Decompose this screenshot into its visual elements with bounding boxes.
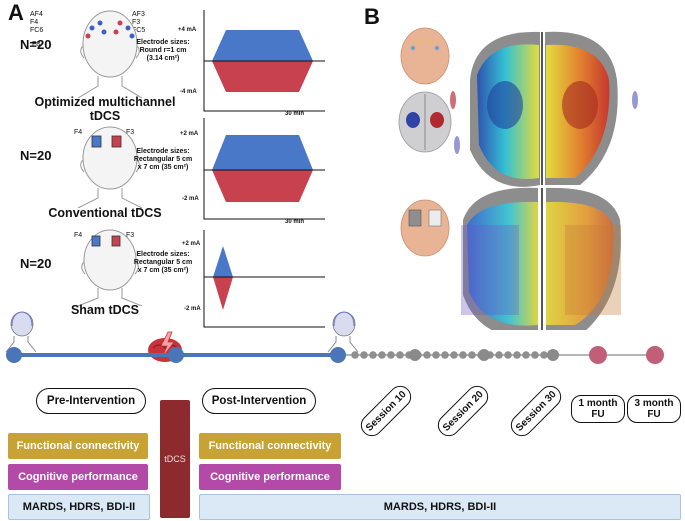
- session-dots: [351, 351, 557, 359]
- group-1-left-electrodes: AF4 F4 FC6: [30, 11, 44, 34]
- timeline-node-tdcs: [168, 347, 184, 363]
- electrode-dot: [117, 20, 123, 26]
- cognitive-performance-post: Cognitive performance: [199, 464, 341, 490]
- study-timeline: [6, 346, 664, 364]
- group-3-electrode-sizes: Electrode sizes: Rectangular 5 cm x 7 cm…: [133, 251, 193, 274]
- group-1-title: Optimized multichannel tDCS: [34, 95, 176, 123]
- chart-1-xend: 30 min: [285, 111, 305, 117]
- anode-pad: [91, 235, 101, 247]
- electrode-dot: [113, 29, 119, 35]
- group-3-f4-label: F4: [74, 232, 83, 239]
- group-2-f4-label: F4: [74, 129, 83, 136]
- brain-bottom-left-field: [467, 201, 538, 326]
- session-30-node: [547, 349, 559, 361]
- pre-intervention-label: Pre-Intervention: [36, 388, 146, 414]
- anode-waveform: [212, 30, 313, 61]
- followup-1-month-label: 1 month FU: [571, 395, 625, 423]
- group-3-n: N=20: [20, 256, 52, 271]
- chart-2-ymin: -2 mA: [182, 196, 199, 202]
- session-30-label: Session 30: [506, 381, 566, 441]
- stimulation-waveform-3: [203, 230, 325, 328]
- electrode-dot: [85, 33, 91, 39]
- followup-1-node: [589, 346, 607, 364]
- head-illustration-2: [77, 126, 143, 208]
- brain-bottom-right-field: [546, 201, 614, 325]
- cathode-waveform: [212, 170, 313, 202]
- session-10-node: [409, 349, 421, 361]
- head-model-icon-pads: [400, 199, 450, 257]
- chart-3-ymin: -2 mA: [184, 306, 201, 312]
- session-10-label: Session 10: [356, 381, 416, 441]
- group-2-electrode-sizes: Electrode sizes: Rectangular 5 cm x 7 cm…: [133, 148, 193, 171]
- electrode-dot: [89, 25, 95, 31]
- panel-a-letter: A: [8, 0, 24, 25]
- tdcs-bar: tDCS: [160, 400, 190, 518]
- lightning-icon: [160, 331, 175, 359]
- session-20-node: [478, 349, 490, 361]
- cathode-pad: [111, 135, 122, 148]
- anode-hotspot: [562, 81, 598, 129]
- electrode-dot: [97, 20, 103, 26]
- functional-connectivity-post: Functional connectivity: [199, 433, 341, 459]
- panel-b-letter: B: [364, 4, 380, 29]
- session-20-label: Session 20: [433, 381, 493, 441]
- electrode-dot: [125, 25, 131, 31]
- anode-pad-projection: [565, 225, 621, 315]
- anode-waveform: [213, 246, 233, 277]
- cathode-hotspot: [487, 81, 523, 129]
- functional-connectivity-pre: Functional connectivity: [8, 433, 148, 459]
- cathode-waveform: [212, 61, 313, 92]
- cathode-pad: [111, 235, 121, 247]
- person-icon-post: [327, 311, 359, 353]
- chart-3-ymax: +2 mA: [182, 241, 201, 247]
- anode-waveform: [212, 135, 313, 170]
- group-1-f8-label: F8: [32, 41, 41, 48]
- group-2-title: Conventional tDCS: [48, 206, 162, 220]
- timeline-node-post: [330, 347, 346, 363]
- cathode-pad-projection: [461, 225, 519, 315]
- head-illustration-3: [77, 229, 143, 306]
- group-3-f3-label: F3: [126, 232, 135, 239]
- electrode-dot: [101, 29, 107, 35]
- chart-1-ymin: -4 mA: [180, 89, 197, 95]
- clinical-scales-post: MARDS, HDRS, BDI-II: [199, 494, 681, 520]
- anode-pad: [91, 135, 102, 148]
- cognitive-performance-pre: Cognitive performance: [8, 464, 148, 490]
- followup-3-node: [646, 346, 664, 364]
- group-2-f3-label: F3: [126, 129, 135, 136]
- chart-2-xend: 30 min: [285, 219, 305, 225]
- electrode-dot: [129, 33, 135, 39]
- stimulation-waveform-1: [203, 10, 325, 112]
- brain-renderings: [398, 27, 638, 330]
- group-1-right-electrodes: AF3 F3 FC5: [132, 11, 146, 34]
- group-3-title: Sham tDCS: [70, 303, 140, 317]
- timeline-node-pre: [6, 347, 22, 363]
- followup-3-month-label: 3 month FU: [627, 395, 681, 423]
- group-1-electrode-sizes: Electrode sizes: Round r=1 cm (3.14 cm²): [136, 39, 190, 62]
- group-1-n: N=20: [20, 37, 52, 52]
- stimulation-waveform-2: [203, 118, 325, 220]
- person-icon-pre: [5, 311, 37, 353]
- clinical-scales-pre: MARDS, HDRS, BDI-II: [8, 494, 150, 520]
- chart-2-ymax: +2 mA: [180, 131, 199, 137]
- group-2-n: N=20: [20, 148, 52, 163]
- head-illustration-1: [77, 10, 143, 98]
- cathode-waveform: [213, 277, 233, 310]
- post-intervention-label: Post-Intervention: [202, 388, 316, 414]
- head-model-icon: [400, 27, 450, 85]
- chart-1-ymax: +4 mA: [178, 27, 197, 33]
